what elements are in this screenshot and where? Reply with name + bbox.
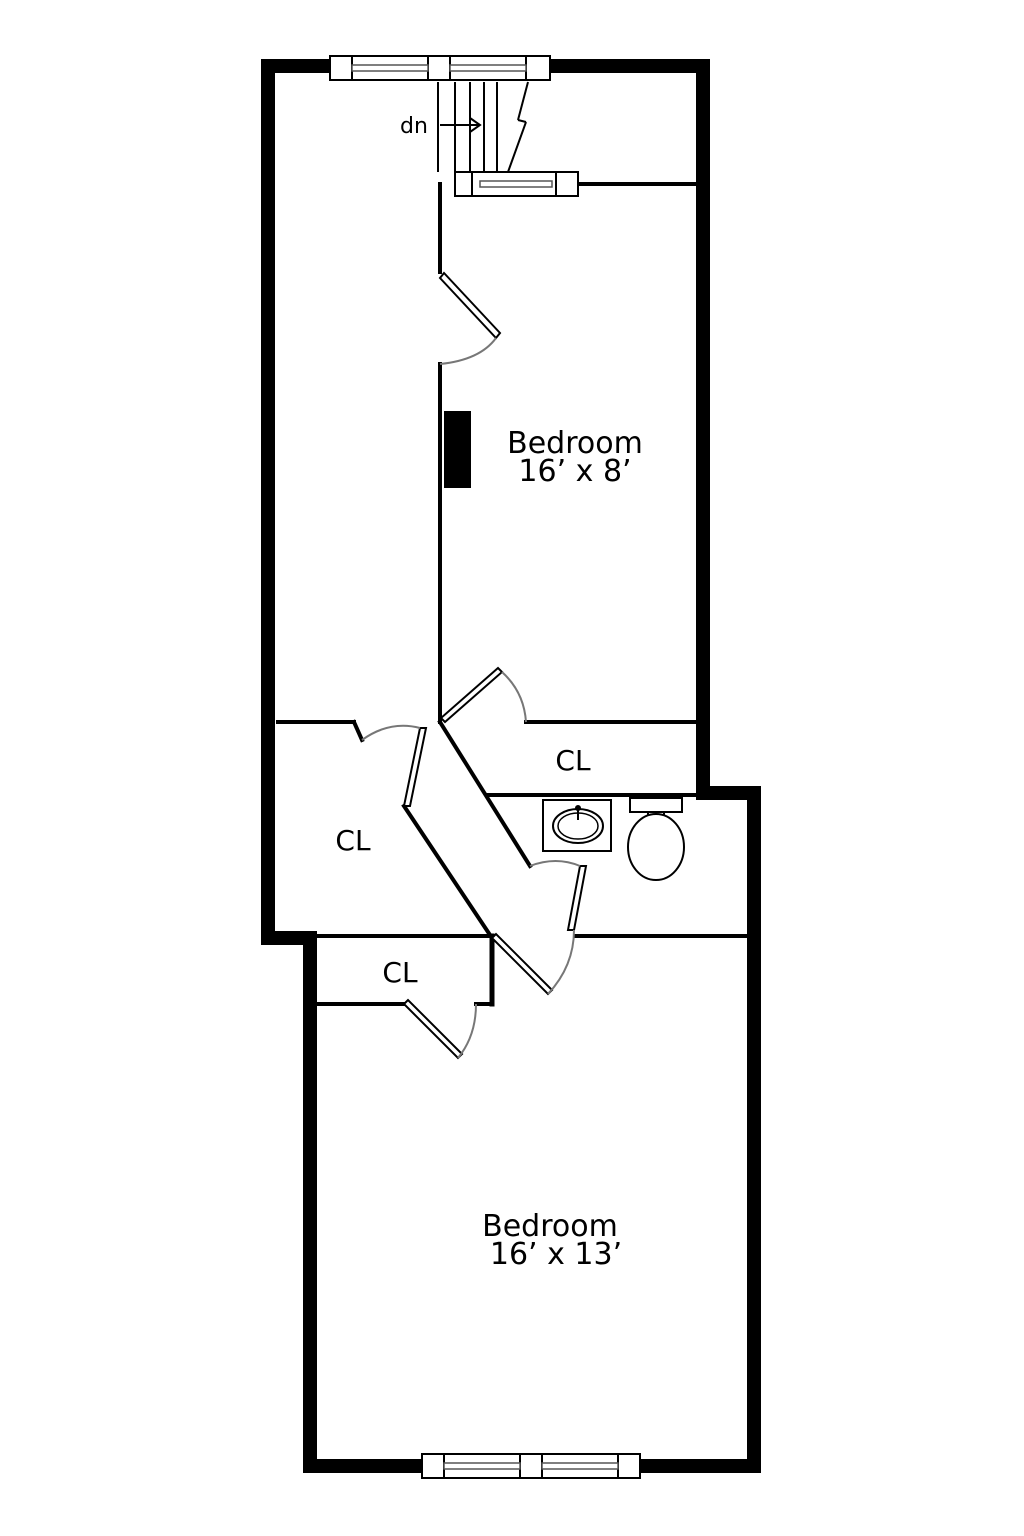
closet-label: CL bbox=[555, 744, 591, 777]
window-bottom bbox=[421, 1453, 641, 1479]
door-closet-1[interactable] bbox=[439, 666, 527, 724]
closet-label: CL bbox=[335, 824, 371, 857]
door-bathroom[interactable] bbox=[529, 860, 588, 931]
room-dimensions: 16’ x 13’ bbox=[490, 1237, 622, 1272]
stairs-down-label: dn bbox=[400, 114, 428, 139]
sink-icon bbox=[542, 799, 612, 852]
interior-walls bbox=[276, 182, 748, 1007]
door-hall-bedroom-2[interactable] bbox=[490, 929, 575, 996]
room-name: Bedroom bbox=[482, 1209, 618, 1244]
toilet-icon bbox=[627, 797, 685, 881]
window-top bbox=[329, 55, 551, 81]
closet-label: CL bbox=[382, 956, 418, 989]
stair-arrow-icon bbox=[440, 117, 482, 133]
door-closet-2[interactable] bbox=[361, 724, 428, 807]
room-dimensions: 16’ x 8’ bbox=[518, 454, 631, 489]
exterior-walls bbox=[261, 59, 761, 1473]
window-stair bbox=[454, 171, 579, 197]
room-name: Bedroom bbox=[507, 426, 643, 461]
staircase bbox=[437, 81, 529, 173]
door-bedroom-1[interactable] bbox=[438, 271, 502, 365]
chimney-icon bbox=[444, 411, 471, 488]
door-closet-3[interactable] bbox=[402, 998, 477, 1060]
